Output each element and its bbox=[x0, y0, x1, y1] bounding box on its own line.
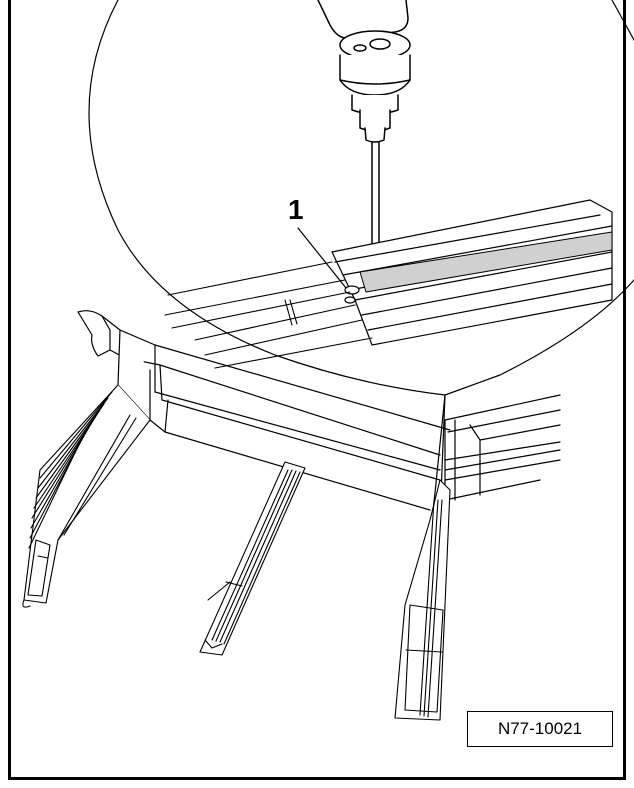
magnified-rail bbox=[331, 199, 613, 346]
figure-id-label: N77-10021 bbox=[467, 711, 613, 747]
crossmember-left bbox=[22, 384, 151, 608]
rail-left-section bbox=[164, 261, 373, 369]
callout-leader-line bbox=[297, 227, 347, 289]
figure-id-text: N77-10021 bbox=[497, 719, 583, 738]
diagram-frame bbox=[8, 0, 626, 780]
ratchet-wrench-tool bbox=[317, 0, 411, 273]
crossmember-right bbox=[394, 479, 451, 721]
callout-number-1: 1 bbox=[288, 194, 304, 225]
rail-rear-section bbox=[444, 394, 561, 501]
crossmember-middle bbox=[199, 461, 306, 656]
